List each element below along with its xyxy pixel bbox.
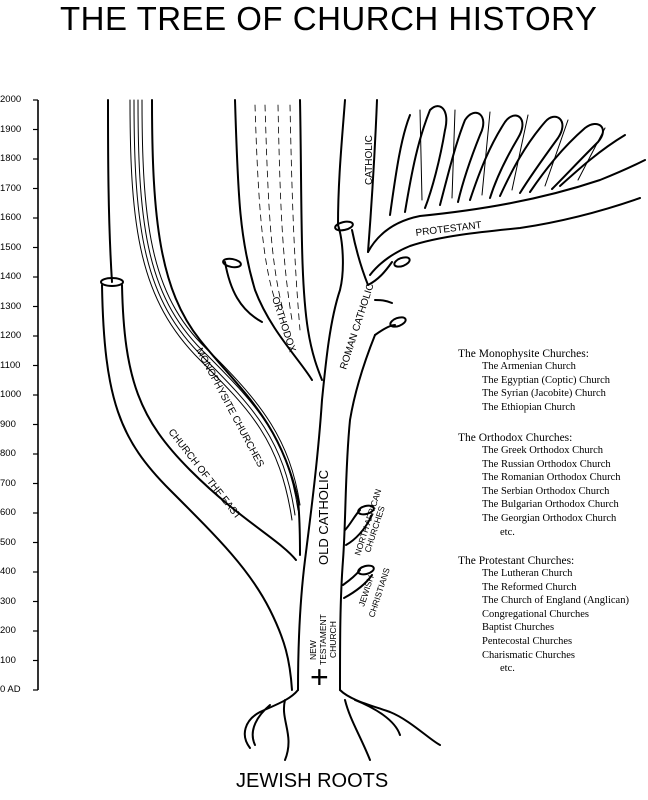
timeline-tick-label: 1400 (0, 271, 22, 282)
monophysite-inner-line-2 (133, 99, 296, 516)
legend-item: Pentecostal Churches (482, 635, 573, 647)
legend-item: The Romanian Orthodox Church (482, 472, 621, 484)
protestant-fan-7 (559, 134, 626, 187)
timeline-tick-label: 300 (0, 595, 16, 607)
orthodox-dashed-4 (289, 104, 301, 331)
orthodox-branch-left (234, 99, 313, 381)
main-trunk-left (297, 224, 344, 691)
timeline-tick-label: 600 (0, 507, 16, 518)
timeline-tick-label: 1300 (0, 300, 22, 312)
legend-protestant: The Protestant Churches: The Lutheran Ch… (458, 555, 629, 676)
timeline-tick-label: 1200 (0, 330, 22, 341)
timeline-tick-label: 1500 (0, 241, 22, 253)
timeline-tick-label: 0 AD (0, 684, 21, 695)
church-of-east-branch-left (101, 284, 293, 691)
protestant-branch-lower (369, 197, 641, 276)
legend-monophysite: The Monophysite Churches: The Armenian C… (458, 348, 610, 414)
roman-catholic-label: ROMAN CATHOLIC (338, 282, 376, 371)
orthodox-branch-right (299, 99, 323, 381)
legend-monophysite-heading: The Monophysite Churches: (458, 348, 589, 360)
legend-item: The Georgian Orthodox Church (482, 512, 617, 524)
timeline-tick-label: 1700 (0, 182, 22, 194)
legend-item: The Armenian Church (482, 361, 576, 372)
legend-item: The Lutheran Church (482, 568, 573, 579)
catholic-branch-left (337, 99, 346, 226)
legend-item: Baptist Churches (482, 622, 555, 634)
legend-item: The Serbian Orthodox Church (482, 485, 610, 497)
timeline-tick-label: 1900 (0, 123, 22, 135)
protestant-fan-6 (529, 123, 604, 193)
cross-symbol: + (310, 659, 329, 695)
legend-item: The Egyptian (Coptic) Church (482, 374, 611, 386)
protestant-fan-3 (439, 111, 485, 206)
roots-label: JEWISH ROOTS (236, 770, 389, 792)
monophysite-branch-right (151, 99, 301, 556)
new-testament-label-3: CHURCH (328, 621, 338, 658)
roots-left (243, 689, 299, 761)
new-testament-label-1: NEW (308, 640, 318, 660)
new-testament-label-2: TESTAMENT (318, 614, 328, 665)
legend-item: The Greek Orthodox Church (482, 445, 604, 456)
monophysite-inner-line-1 (129, 99, 293, 521)
timeline-tick-label: 800 (0, 448, 16, 459)
legend-item: The Russian Orthodox Church (482, 458, 611, 470)
protestant-fan-1 (389, 114, 411, 216)
legend-orthodox-heading: The Orthodox Churches: (458, 432, 573, 444)
legend-etc: etc. (500, 526, 515, 538)
legend-item: The Church of England (Anglican) (482, 595, 629, 607)
timeline-tick-label: 400 (0, 566, 16, 577)
church-of-east-label: CHURCH OF THE EAST (166, 427, 243, 522)
timeline-tick-label: 900 (0, 418, 16, 430)
legend-item: Congregational Churches (482, 608, 590, 620)
orthodox-side-stump (224, 261, 263, 323)
protestant-fan-5 (499, 115, 564, 197)
protestant-fan-lines (419, 109, 606, 201)
monophysite-inner-line-4 (141, 99, 301, 506)
legend-item: The Bulgarian Orthodox Church (482, 499, 619, 511)
roots-right (339, 689, 441, 761)
protestant-fan-4 (469, 114, 524, 201)
timeline-tick-label: 2000 (0, 94, 22, 105)
timeline-tick-label: 1000 (0, 389, 22, 400)
monophysite-branch-left (107, 99, 113, 283)
legend-item: The Syrian (Jacobite) Church (482, 388, 606, 400)
roman-catholic-branch (367, 261, 393, 286)
legend-etc: etc. (500, 663, 515, 675)
legend-protestant-heading: The Protestant Churches: (458, 555, 575, 567)
timeline-tick-label: 1100 (0, 359, 21, 371)
orthodox-dashed-1 (254, 104, 276, 301)
protestant-branch-upper (367, 159, 646, 253)
timeline-tick-label: 100 (0, 654, 16, 666)
orthodox-dashed-2 (264, 104, 284, 311)
catholic-label: CATHOLIC (364, 135, 375, 185)
main-trunk-right (339, 334, 376, 691)
orthodox-dashed-3 (277, 104, 293, 321)
legend-item: The Reformed Church (482, 581, 577, 593)
timeline-tick-label: 700 (0, 477, 16, 489)
timeline-tick-label: 200 (0, 625, 16, 636)
old-catholic-label: OLD CATHOLIC (316, 470, 331, 565)
protestant-fan-2 (404, 105, 448, 213)
legend-item: The Ethiopian Church (482, 401, 576, 413)
legend-item: Charismatic Churches (482, 649, 576, 661)
trunk-top-stump (334, 220, 354, 232)
timeline-tick-label: 500 (0, 536, 16, 548)
catholic-branch-right (367, 99, 378, 253)
timeline-tick-label: 1800 (0, 153, 22, 164)
legend-orthodox: The Orthodox Churches: The Greek Orthodo… (458, 432, 621, 539)
church-of-east-branch-right (121, 284, 297, 561)
monophysite-inner-line-3 (137, 99, 299, 511)
timeline-tick-label: 1600 (0, 212, 22, 223)
timeline-axis-ticks (33, 99, 38, 691)
page-title: THE TREE OF CHURCH HISTORY (60, 0, 598, 37)
